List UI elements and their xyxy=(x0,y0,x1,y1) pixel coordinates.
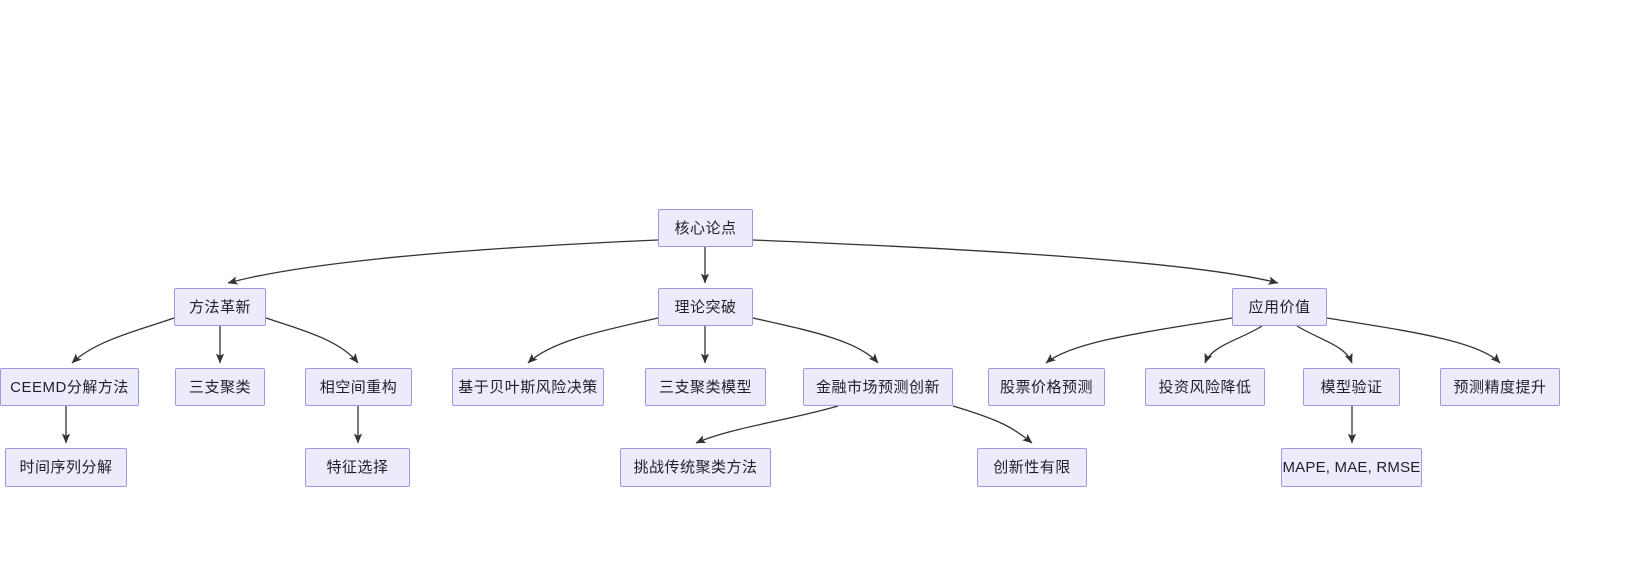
node-fin-market[interactable]: 金融市场预测创新 xyxy=(803,368,953,406)
node-label: 相空间重构 xyxy=(319,378,398,396)
node-label: 挑战传统聚类方法 xyxy=(633,459,758,476)
node-label: 时间序列分解 xyxy=(19,459,113,476)
node-bayes-risk[interactable]: 基于贝叶斯风险决策 xyxy=(452,368,604,406)
node-label: 理论突破 xyxy=(674,298,737,316)
node-phase-space[interactable]: 相空间重构 xyxy=(305,368,412,406)
node-ceemd[interactable]: CEEMD分解方法 xyxy=(0,368,139,406)
node-label: 股票价格预测 xyxy=(999,378,1093,396)
node-label: 创新性有限 xyxy=(993,459,1071,476)
node-label: 基于贝叶斯风险决策 xyxy=(458,378,598,396)
node-label: 核心论点 xyxy=(674,219,737,237)
node-label: 模型验证 xyxy=(1320,378,1383,396)
node-application[interactable]: 应用价值 xyxy=(1232,288,1327,326)
node-label: 应用价值 xyxy=(1248,298,1311,316)
node-label: MAPE, MAE, RMSE xyxy=(1282,459,1421,476)
node-three-way-model[interactable]: 三支聚类模型 xyxy=(645,368,766,406)
node-metrics[interactable]: MAPE, MAE, RMSE xyxy=(1281,448,1422,487)
node-feature-select[interactable]: 特征选择 xyxy=(305,448,410,487)
node-challenge-trad[interactable]: 挑战传统聚类方法 xyxy=(620,448,771,487)
node-label: 预测精度提升 xyxy=(1453,378,1547,396)
node-label: CEEMD分解方法 xyxy=(10,378,129,396)
node-accuracy-boost[interactable]: 预测精度提升 xyxy=(1440,368,1560,406)
node-label: 方法革新 xyxy=(188,298,251,316)
node-label: 特征选择 xyxy=(326,459,389,476)
node-invest-risk[interactable]: 投资风险降低 xyxy=(1145,368,1265,406)
node-method[interactable]: 方法革新 xyxy=(174,288,266,326)
node-root[interactable]: 核心论点 xyxy=(658,209,753,247)
node-limited-novelty[interactable]: 创新性有限 xyxy=(977,448,1087,487)
node-label: 金融市场预测创新 xyxy=(815,378,940,396)
node-label: 投资风险降低 xyxy=(1158,378,1252,396)
node-label: 三支聚类 xyxy=(188,378,251,396)
node-stock-price[interactable]: 股票价格预测 xyxy=(988,368,1105,406)
node-three-way-clustering[interactable]: 三支聚类 xyxy=(175,368,265,406)
node-theory[interactable]: 理论突破 xyxy=(658,288,753,326)
node-ts-decomp[interactable]: 时间序列分解 xyxy=(5,448,127,487)
node-model-validation[interactable]: 模型验证 xyxy=(1303,368,1400,406)
node-label: 三支聚类模型 xyxy=(658,378,752,396)
